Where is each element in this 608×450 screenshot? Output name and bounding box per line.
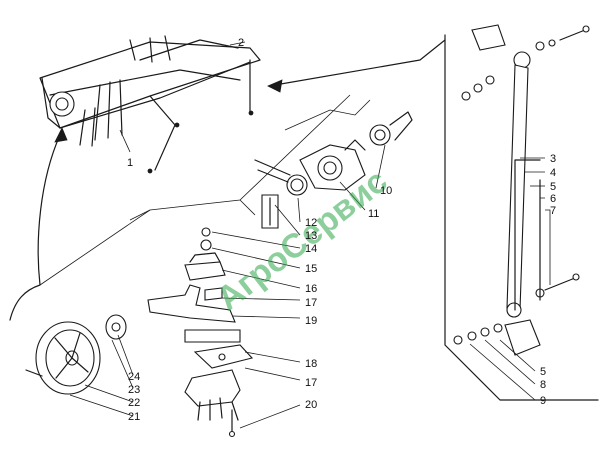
label-part-18: 18 (305, 358, 317, 370)
label-part-2: 2 (238, 37, 244, 49)
label-part-23: 23 (128, 384, 140, 396)
label-part-17-bottom: 17 (305, 377, 317, 389)
label-part-10: 10 (380, 185, 392, 197)
label-part-14: 14 (305, 243, 317, 255)
part-labels: 2 1 3 4 5 6 7 10 11 12 13 14 15 16 17 19… (127, 37, 556, 423)
label-part-5-bottom: 5 (540, 366, 546, 378)
label-part-20: 20 (305, 399, 317, 411)
pointer-arrow-top-head (267, 79, 283, 93)
label-part-19: 19 (305, 315, 317, 327)
linkage-rod (444, 24, 599, 401)
label-part-24: 24 (128, 371, 140, 383)
label-part-21: 21 (128, 411, 140, 423)
shaft-bracket (147, 227, 254, 438)
label-part-15: 15 (305, 263, 317, 275)
label-part-12: 12 (305, 217, 317, 229)
label-part-11: 11 (368, 208, 379, 220)
label-part-17-top: 17 (305, 297, 317, 309)
pointer-arrow-left (9, 134, 61, 321)
label-part-1: 1 (127, 157, 133, 169)
pointer-arrow-left-head (54, 127, 68, 143)
frame-assembly (39, 35, 261, 174)
label-part-4: 4 (550, 167, 556, 179)
label-part-8: 8 (540, 379, 546, 391)
label-part-6: 6 (550, 193, 556, 205)
label-part-16: 16 (305, 283, 317, 295)
pointer-arrow-top (274, 39, 446, 86)
label-part-3: 3 (550, 153, 556, 165)
label-part-7: 7 (550, 205, 556, 217)
bearing-housing (254, 99, 413, 229)
label-part-13: 13 (305, 230, 317, 242)
pulley (25, 314, 127, 395)
label-part-5-top: 5 (550, 181, 556, 193)
leader-lines (69, 41, 551, 429)
label-part-22: 22 (128, 397, 140, 409)
label-part-9: 9 (540, 395, 546, 407)
